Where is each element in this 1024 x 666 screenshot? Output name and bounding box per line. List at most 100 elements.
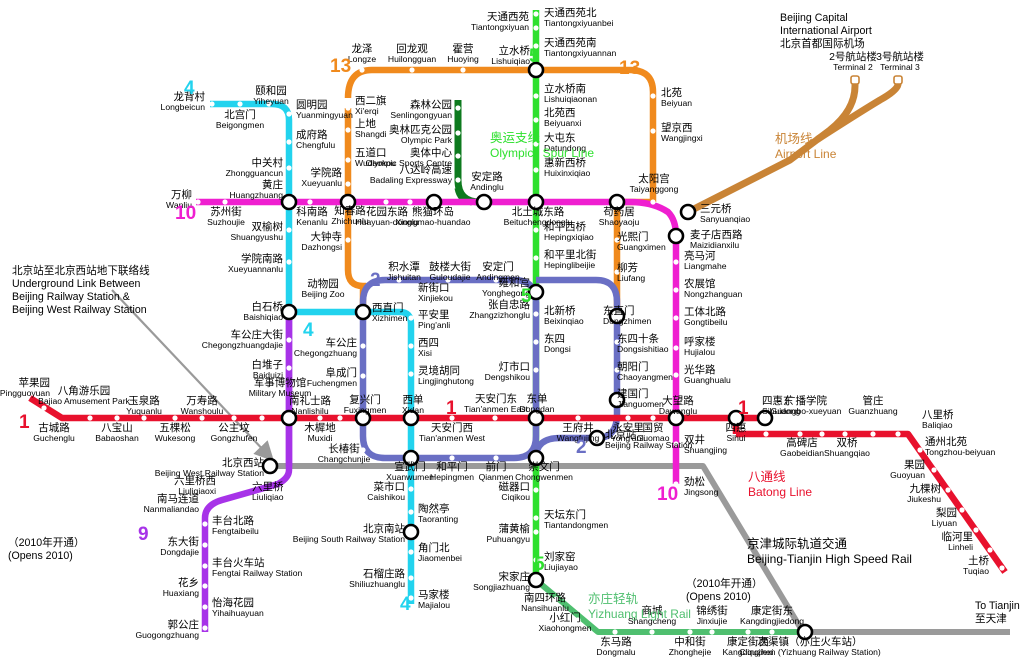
line-5-mid-badge[interactable]: 5 — [521, 286, 532, 307]
line-2-east-badge[interactable]: 2 — [576, 437, 587, 458]
line-4-north-badge[interactable]: 4 — [184, 78, 195, 99]
line-5-south-badge[interactable]: 5 — [534, 554, 545, 575]
line-2-badge[interactable]: 2 — [370, 270, 381, 291]
line-13-east-badge[interactable]: 13 — [619, 58, 641, 79]
line-4-mid-badge[interactable]: 4 — [303, 320, 314, 341]
